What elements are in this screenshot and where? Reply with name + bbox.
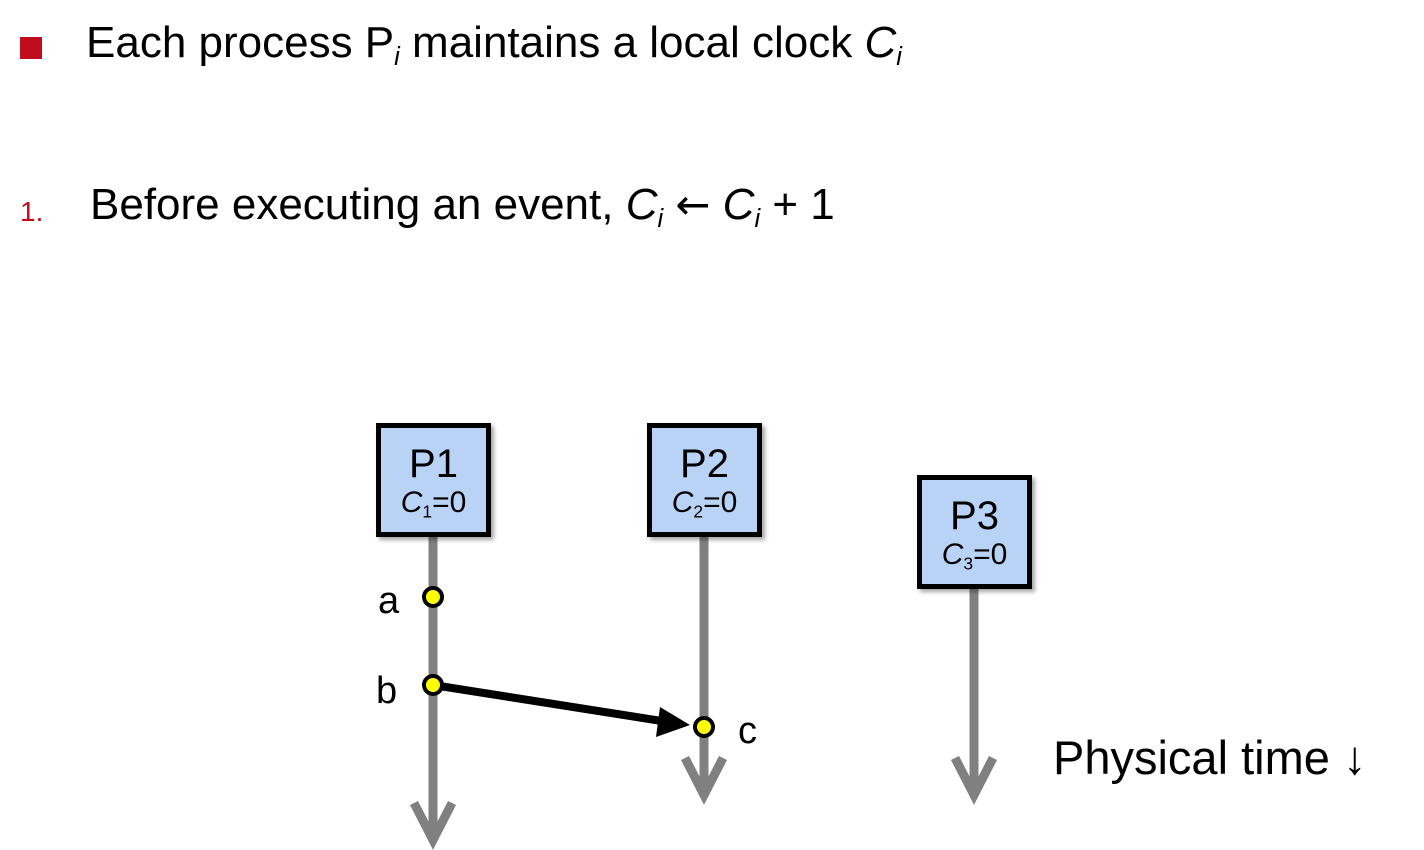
clock-var: C [400, 486, 423, 519]
clock-subscript: 2 [693, 501, 704, 522]
physical-time-label: Physical time ↓ [1053, 731, 1367, 784]
process-box-p2: P2 C2=0 [647, 423, 762, 537]
timeline-p1-arrowhead-icon [409, 800, 457, 850]
event-label-a: a [378, 580, 400, 622]
bullet-text-middle: maintains a local clock [399, 18, 865, 67]
process-clock: C2=0 [652, 486, 757, 520]
process-name: P1 [409, 442, 458, 486]
clock-value: =0 [703, 486, 738, 519]
rule-rhs-tail: + 1 [760, 180, 835, 229]
clock-var: C [864, 18, 897, 67]
process-name: P3 [950, 494, 999, 538]
event-label-b: b [376, 670, 398, 712]
bullet-text-before: Each process P [86, 18, 395, 67]
process-clock: C1=0 [381, 486, 486, 520]
message-b-to-c [432, 681, 669, 726]
timeline-p3-arrowhead-icon [950, 755, 998, 805]
clock-value: =0 [973, 538, 1008, 571]
process-clock: C3=0 [922, 538, 1027, 572]
clock-subscript: 3 [963, 553, 974, 574]
rule-rhs-sub: i [754, 205, 761, 234]
bullet-text: Each process Pi maintains a local clock … [86, 18, 902, 72]
process-box-p1: P1 C1=0 [376, 423, 491, 537]
rule-lhs-var: C [625, 180, 658, 229]
rule-number: 1. [20, 196, 44, 227]
event-b [422, 674, 444, 696]
rule-text: Before executing an event, Ci ← Ci + 1 [90, 180, 835, 234]
process-name: P2 [680, 442, 729, 486]
clock-var: C [941, 538, 964, 571]
timeline-p2-arrowhead-icon [680, 755, 728, 805]
message-arrowhead-icon [656, 707, 690, 737]
event-label-c: c [738, 710, 757, 752]
clock-var: C [671, 486, 694, 519]
rule-lhs-sub: i [657, 205, 664, 234]
clock-subscript: 1 [422, 501, 433, 522]
event-c [693, 716, 715, 738]
process-box-p3: P3 C3=0 [917, 475, 1032, 589]
event-a [422, 586, 444, 608]
clock-value: =0 [432, 486, 467, 519]
left-arrow-icon: ← [675, 180, 711, 229]
proc-subscript: i [394, 43, 400, 72]
clock-subscript: i [896, 43, 902, 72]
rule-rhs-var: C [722, 180, 755, 229]
bullet-square-icon [20, 37, 42, 59]
rule-text-main: Before executing an event, [90, 180, 626, 229]
